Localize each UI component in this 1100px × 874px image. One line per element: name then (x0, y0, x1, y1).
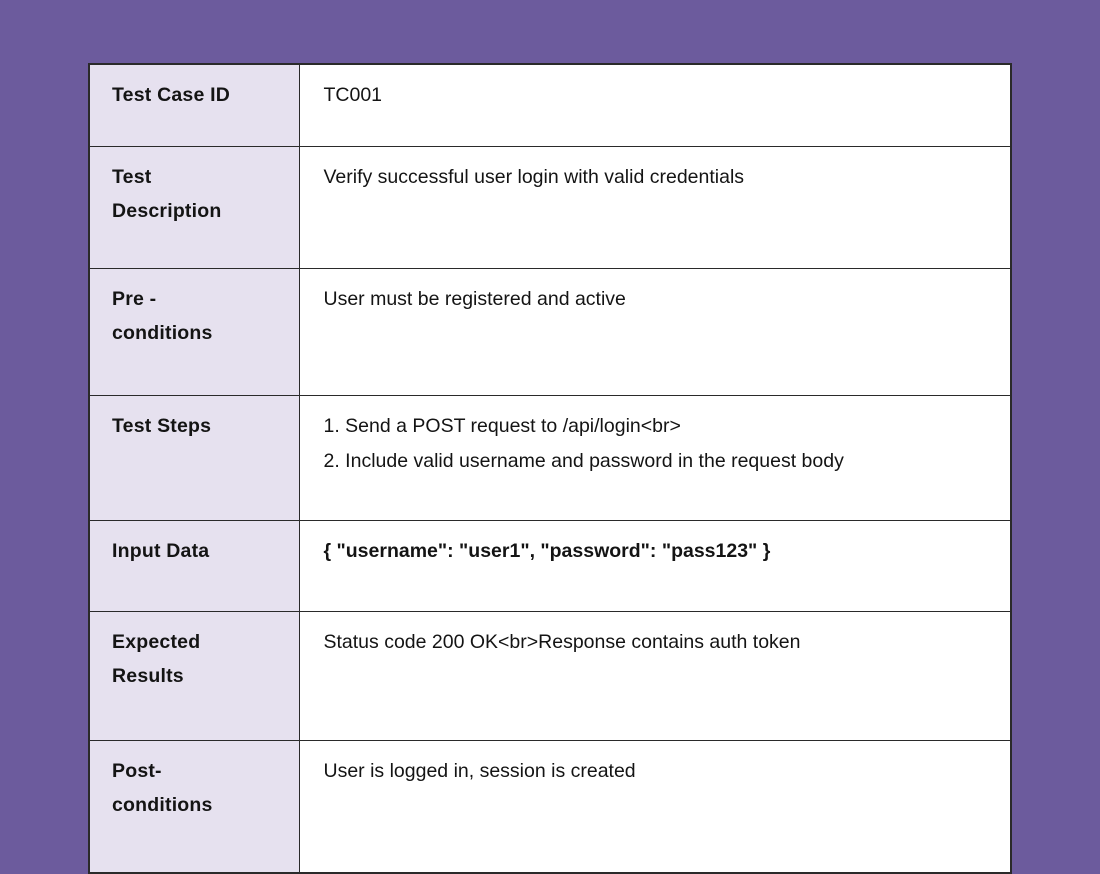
row-label: Pre - conditions (112, 288, 213, 344)
row-value-step-1: 1. Send a POST request to /api/login<br> (323, 415, 681, 437)
row-value: User is logged in, session is created (323, 760, 636, 782)
table-row-input-data: Input Data { "username": "user1", "passw… (88, 520, 1012, 612)
table-row-post-conditions: Post-conditions User is logged in, sessi… (88, 740, 1012, 874)
row-value: User must be registered and active (323, 288, 626, 310)
table-row-test-steps: Test Steps 1. Send a POST request to /ap… (88, 395, 1012, 521)
row-value: Verify successful user login with valid … (323, 166, 745, 188)
row-label: Input Data (112, 540, 210, 562)
page-background: Test Case ID TC001 Test Description Veri… (88, 63, 1012, 874)
row-label: Test Case ID (112, 84, 231, 106)
test-case-table: Test Case ID TC001 Test Description Veri… (88, 63, 1012, 874)
row-label: Post-conditions (112, 760, 213, 816)
table-row-test-description: Test Description Verify successful user … (88, 146, 1012, 269)
row-label: Test Steps (112, 415, 212, 437)
table-row-expected-results: Expected Results Status code 200 OK<br>R… (88, 611, 1012, 741)
row-value: { "username": "user1", "password": "pass… (323, 540, 771, 562)
row-value-step-2: 2. Include valid username and password i… (323, 450, 844, 472)
table-row-pre-conditions: Pre - conditions User must be registered… (88, 268, 1012, 396)
row-label: Expected Results (112, 631, 201, 687)
row-value: Status code 200 OK<br>Response contains … (323, 631, 801, 653)
row-label: Test Description (112, 166, 222, 222)
table-row-test-case-id: Test Case ID TC001 (88, 63, 1012, 147)
row-value: TC001 (323, 84, 383, 106)
